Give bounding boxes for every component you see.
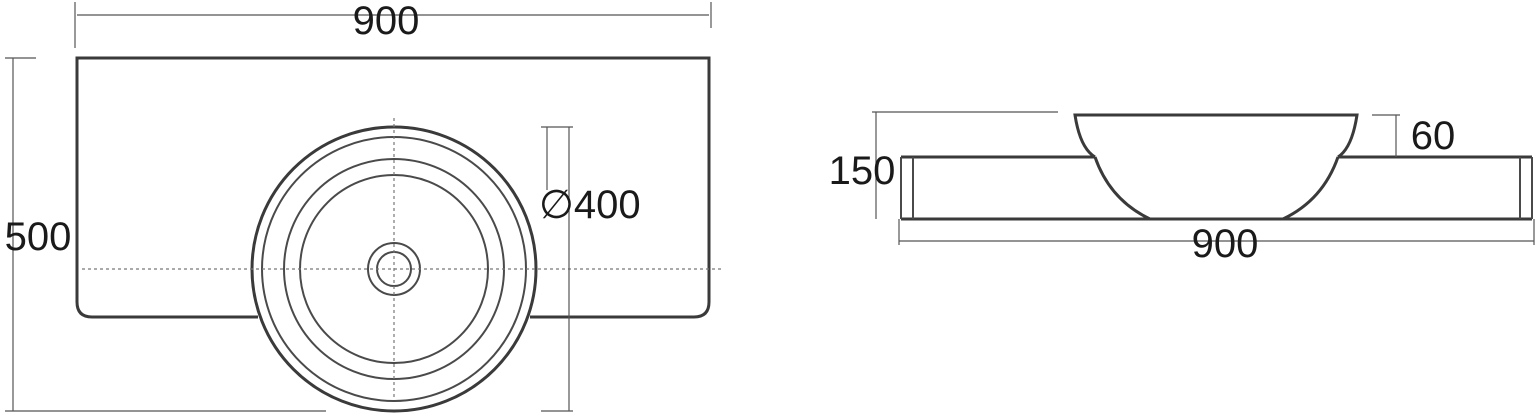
plan-view: 900 500 ∅400 xyxy=(5,0,724,413)
bowl-diameter-label: ∅400 xyxy=(539,183,641,227)
bowl-profile-lower xyxy=(1093,156,1340,221)
side-height-label: 150 xyxy=(829,149,896,193)
bowl-rise-label: 60 xyxy=(1411,114,1456,158)
bowl-profile-upper xyxy=(1073,113,1359,159)
plan-width-label: 900 xyxy=(353,0,420,43)
plan-depth-label: 500 xyxy=(5,215,72,259)
side-width-label: 900 xyxy=(1192,222,1259,266)
countertop-outline xyxy=(75,56,711,319)
side-view: 150 60 900 xyxy=(829,111,1535,266)
